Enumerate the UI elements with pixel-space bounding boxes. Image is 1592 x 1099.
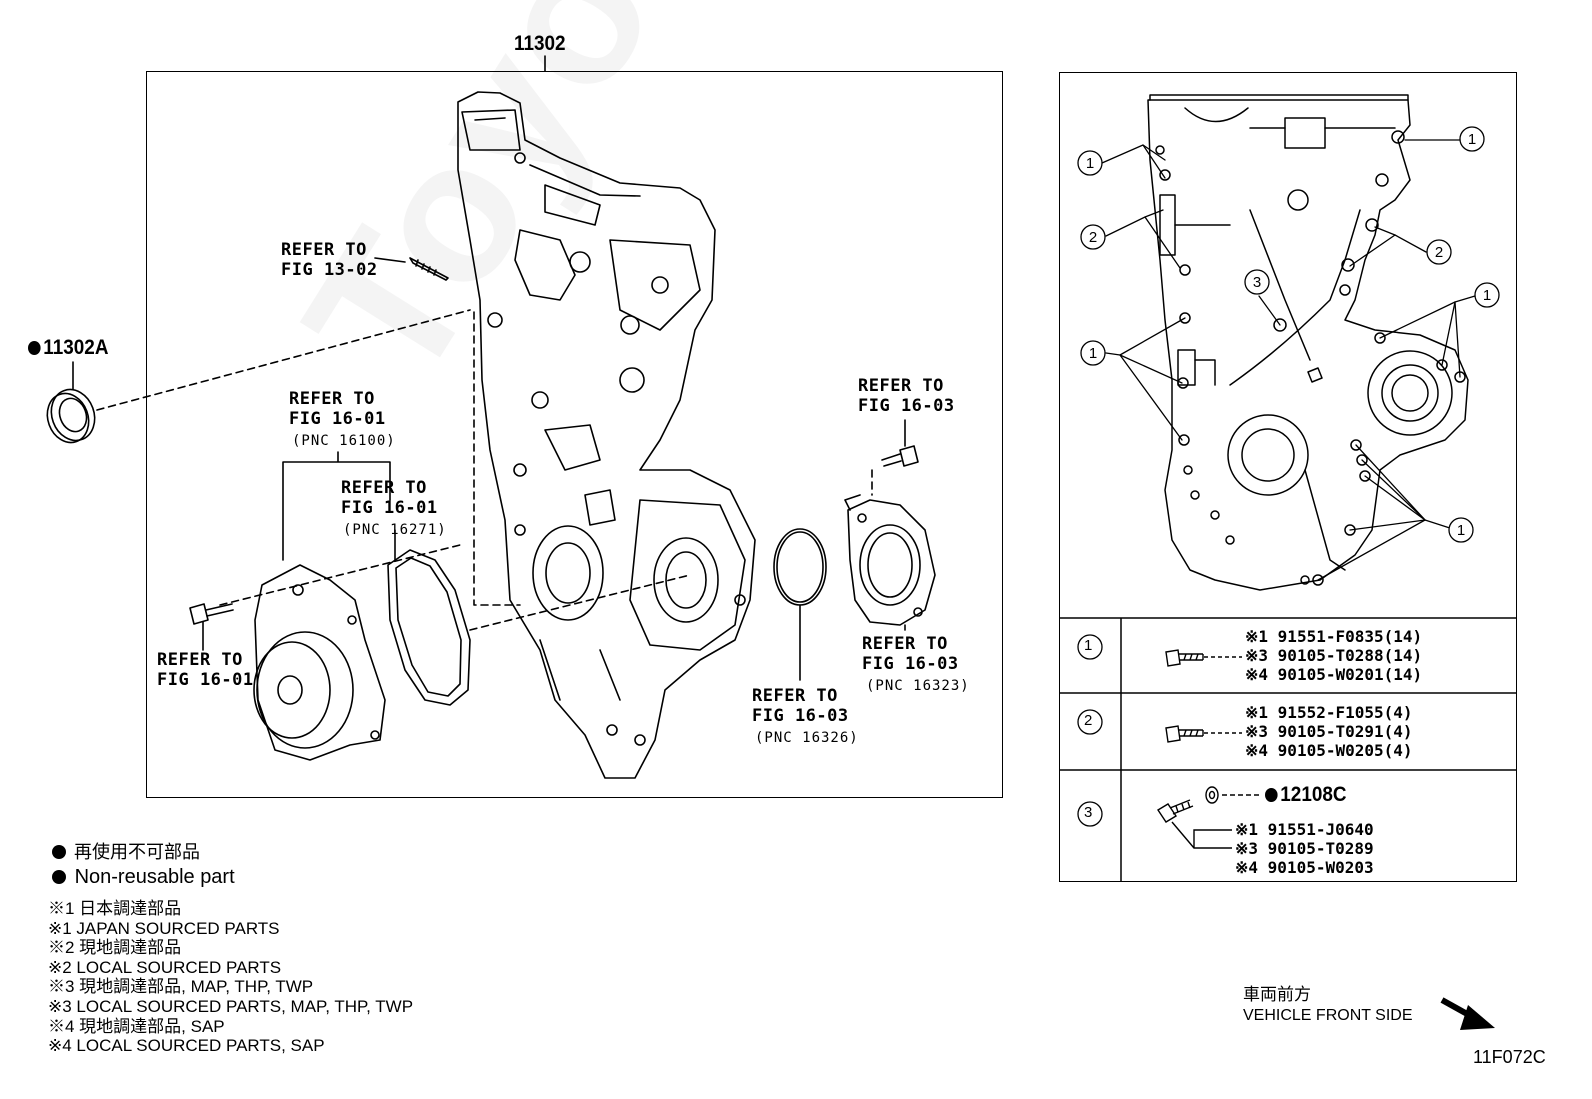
- legend-non-reusable-jp: 再使用不可部品: [52, 842, 200, 863]
- row3-line2: ※3 90105-T0289: [1235, 839, 1374, 858]
- callout-1-c: 1: [1089, 345, 1097, 362]
- bolt-location-frame: [1059, 72, 1517, 882]
- bolt-row-1-parts[interactable]: ※1 91551-F0835(14) ※3 90105-T0288(14) ※4…: [1245, 627, 1422, 684]
- pnc-pump-assy: (PNC 16100): [292, 433, 396, 449]
- ref-stud-line2: FIG 13-02: [281, 260, 378, 280]
- ref-gasket[interactable]: REFER TO FIG 16-01: [341, 478, 438, 518]
- ref-inlet-line2: FIG 16-03: [862, 654, 959, 674]
- row2-line3: ※4 90105-W0205(4): [1245, 741, 1413, 760]
- ref-inlet-line1: REFER TO: [862, 634, 948, 654]
- ref-oring[interactable]: REFER TO FIG 16-03: [752, 686, 849, 726]
- pnc-gasket: (PNC 16271): [343, 522, 447, 538]
- table-id-2: 2: [1084, 712, 1093, 729]
- pnc-oring: (PNC 16326): [755, 730, 859, 746]
- legend-notes: ※1 日本調達部品 ※1 JAPAN SOURCED PARTS ※2 現地調達…: [48, 899, 413, 1056]
- callout-2-a: 2: [1089, 229, 1097, 246]
- callout-1-d: 1: [1483, 287, 1491, 304]
- pump-bracket: [282, 451, 391, 561]
- alignment-dashes: [96, 309, 873, 631]
- note-3: ※2 現地調達部品: [48, 938, 182, 958]
- note-4: ※2 LOCAL SOURCED PARTS: [48, 957, 282, 977]
- ref-pump-bolt-line1: REFER TO: [157, 650, 243, 670]
- callout-2-b: 2: [1435, 244, 1443, 261]
- ref-pump-assy-line1: REFER TO: [289, 389, 375, 409]
- non-reusable-dot-icon: [28, 341, 41, 355]
- front-side-jp: 車両前方: [1243, 985, 1311, 1004]
- note-8: ※4 LOCAL SOURCED PARTS, SAP: [48, 1036, 325, 1056]
- ref-inlet-bolt-line2: FIG 16-03: [858, 396, 955, 416]
- ref-stud[interactable]: REFER TO FIG 13-02: [281, 240, 378, 280]
- ref-gasket-line1: REFER TO: [341, 478, 427, 498]
- ref-inlet-bolt-line1: REFER TO: [858, 376, 944, 396]
- note-2: ※1 JAPAN SOURCED PARTS: [48, 918, 280, 938]
- oil-seal-drawing: [46, 388, 96, 444]
- pnc-inlet: (PNC 16323): [866, 678, 970, 694]
- front-side-en: VEHICLE FRONT SIDE: [1243, 1007, 1413, 1024]
- bolt-row-2-parts[interactable]: ※1 91552-F1055(4) ※3 90105-T0291(4) ※4 9…: [1245, 703, 1413, 760]
- bolt-icon-row3: [1157, 799, 1232, 849]
- inlet-bolt-drawing: [881, 445, 919, 467]
- seal-part-label[interactable]: 11302A: [28, 336, 108, 360]
- pump-bolt-drawing: [189, 603, 234, 625]
- legend-dot-icon: [52, 870, 66, 884]
- row1-line2: ※3 90105-T0288(14): [1245, 646, 1423, 665]
- main-part-number[interactable]: 11302: [514, 32, 566, 55]
- ref-pump-assy[interactable]: REFER TO FIG 16-01: [289, 389, 386, 429]
- ref-pump-bolt-line2: FIG 16-01: [157, 670, 254, 690]
- stud-leader: [374, 257, 406, 263]
- front-arrow-icon: [1440, 997, 1495, 1030]
- row2-line2: ※3 90105-T0291(4): [1245, 722, 1413, 741]
- bolt-icon-row1: [1165, 649, 1204, 667]
- non-reusable-dot-icon: [1265, 788, 1278, 802]
- gasket-drawing: [387, 549, 471, 706]
- note-7: ※4 現地調達部品, SAP: [48, 1016, 225, 1036]
- row3-line3: ※4 90105-W0203: [1235, 858, 1374, 877]
- row3-line1: ※1 91551-J0640: [1235, 820, 1374, 839]
- stud-drawing: [409, 257, 449, 281]
- table-id-1: 1: [1084, 637, 1093, 654]
- bolt-row-3-parts[interactable]: ※1 91551-J0640 ※3 90105-T0289 ※4 90105-W…: [1235, 820, 1374, 877]
- ref-pump-assy-line2: FIG 16-01: [289, 409, 386, 429]
- bolt-icon-row2: [1165, 725, 1204, 743]
- row1-line1: ※1 91551-F0835(14): [1245, 627, 1423, 646]
- row2-line1: ※1 91552-F1055(4): [1245, 703, 1413, 722]
- row1-line3: ※4 90105-W0201(14): [1245, 665, 1423, 684]
- main-diagram-frame: [146, 71, 1003, 798]
- legend-non-reusable-en: Non-reusable part: [52, 867, 235, 888]
- washer-icon: [1205, 786, 1219, 804]
- timing-cover-drawing: [457, 91, 756, 779]
- ref-gasket-line2: FIG 16-01: [341, 498, 438, 518]
- note-1: ※1 日本調達部品: [48, 899, 182, 918]
- seal-part-number: 11302A: [43, 336, 109, 359]
- figure-code: 11F072C: [1473, 1047, 1546, 1067]
- note-5: ※3 現地調達部品, MAP, THP, TWP: [48, 977, 314, 997]
- callout-3: 3: [1253, 274, 1261, 291]
- ref-oring-line2: FIG 16-03: [752, 706, 849, 726]
- callout-1-a: 1: [1086, 155, 1094, 172]
- legend-dot-icon: [52, 845, 66, 859]
- ref-inlet-bolt[interactable]: REFER TO FIG 16-03: [858, 376, 955, 416]
- callout-1-e: 1: [1457, 522, 1465, 539]
- callout-1-b: 1: [1468, 131, 1476, 148]
- table-id-3: 3: [1084, 804, 1093, 821]
- ref-stud-line1: REFER TO: [281, 240, 367, 260]
- water-inlet-drawing: [844, 494, 936, 626]
- ref-oring-line1: REFER TO: [752, 686, 838, 706]
- washer-part-label[interactable]: 12108C: [1265, 783, 1347, 807]
- ref-pump-bolt[interactable]: REFER TO FIG 16-01: [157, 650, 254, 690]
- ref-inlet[interactable]: REFER TO FIG 16-03: [862, 634, 959, 674]
- water-pump-drawing: [253, 564, 386, 761]
- washer-part-number: 12108C: [1280, 783, 1347, 806]
- note-6: ※3 LOCAL SOURCED PARTS, MAP, THP, TWP: [48, 996, 414, 1016]
